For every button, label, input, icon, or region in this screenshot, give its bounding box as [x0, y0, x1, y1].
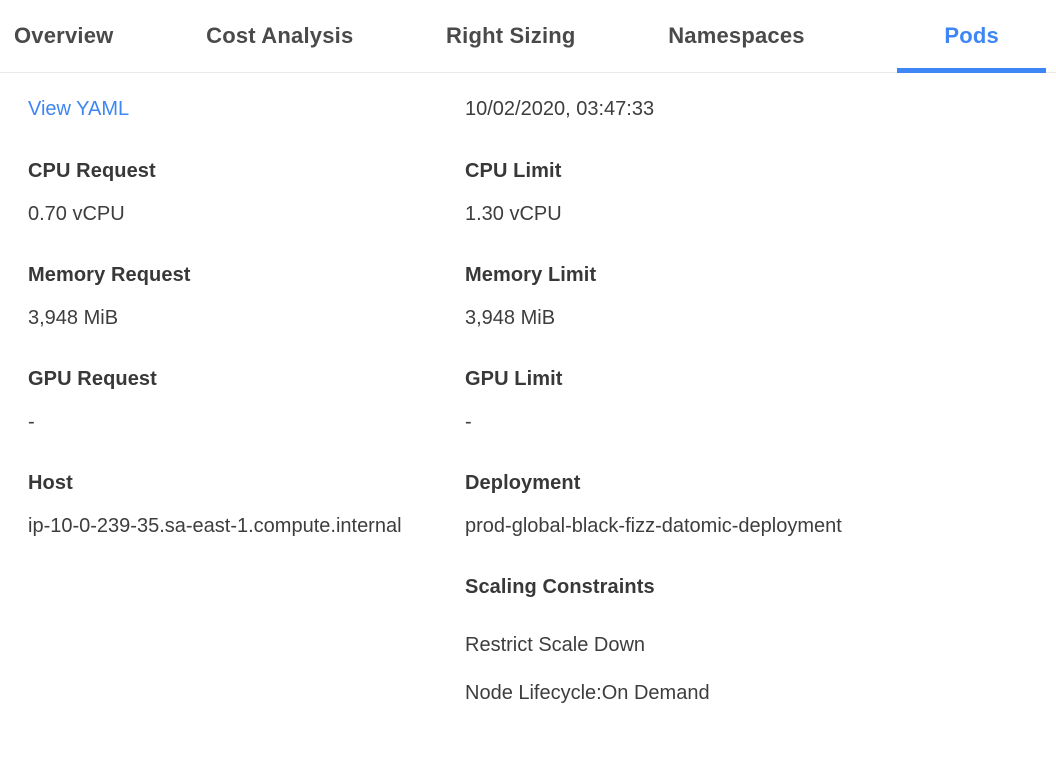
host-link[interactable]: ip-10-0-239-35.sa-east-1.compute.interna…: [28, 515, 402, 537]
scaling-constraints-label: Scaling Constraints: [465, 576, 655, 598]
cpu-limit-value: 1.30 vCPU: [465, 203, 562, 225]
memory-request-value: 3,948 MiB: [28, 307, 119, 329]
memory-limit-label: Memory Limit: [465, 264, 597, 286]
field-gpu-request: GPU Request -: [28, 365, 465, 437]
pod-details-panel: View YAML CPU Request 0.70 vCPU Memory R…: [0, 73, 1056, 727]
tab-namespaces[interactable]: Namespaces: [668, 23, 805, 48]
memory-limit-value: 3,948 MiB: [465, 307, 556, 329]
cpu-request-label: CPU Request: [28, 160, 156, 182]
gpu-request-label: GPU Request: [28, 368, 157, 390]
field-host: Host ip-10-0-239-35.sa-east-1.compute.in…: [28, 469, 465, 541]
view-yaml-link[interactable]: View YAML: [28, 98, 130, 120]
details-left-column: View YAML CPU Request 0.70 vCPU Memory R…: [28, 95, 465, 727]
deployment-label: Deployment: [465, 472, 581, 494]
cpu-request-value: 0.70 vCPU: [28, 203, 125, 225]
detail-tabbar: Overview Cost Analysis Right Sizing Name…: [0, 0, 1056, 73]
memory-request-label: Memory Request: [28, 264, 191, 286]
field-cpu-limit: CPU Limit 1.30 vCPU: [465, 157, 1056, 229]
node-lifecycle-text: Node Lifecycle:On Demand: [465, 682, 710, 704]
field-memory-request: Memory Request 3,948 MiB: [28, 261, 465, 333]
gpu-limit-value: -: [465, 411, 472, 433]
gpu-request-value: -: [28, 411, 35, 433]
tab-cost-analysis[interactable]: Cost Analysis: [206, 23, 354, 48]
field-cpu-request: CPU Request 0.70 vCPU: [28, 157, 465, 229]
tab-pods[interactable]: Pods: [897, 0, 1046, 73]
tab-pods-label: Pods: [944, 23, 999, 48]
tab-overview[interactable]: Overview: [14, 23, 114, 48]
deployment-link[interactable]: prod-global-black-fizz-datomic-deploymen…: [465, 515, 842, 537]
pod-timestamp: 10/02/2020, 03:47:33: [465, 98, 655, 120]
field-deployment: Deployment prod-global-black-fizz-datomi…: [465, 469, 1056, 541]
cpu-limit-label: CPU Limit: [465, 160, 562, 182]
host-label: Host: [28, 472, 73, 494]
tab-right-sizing[interactable]: Right Sizing: [446, 23, 576, 48]
details-right-column: 10/02/2020, 03:47:33 CPU Limit 1.30 vCPU…: [465, 95, 1056, 727]
active-tab-indicator: [897, 68, 1046, 73]
restrict-scale-down-text: Restrict Scale Down: [465, 634, 646, 656]
field-memory-limit: Memory Limit 3,948 MiB: [465, 261, 1056, 333]
field-gpu-limit: GPU Limit -: [465, 365, 1056, 437]
gpu-limit-label: GPU Limit: [465, 368, 563, 390]
scaling-constraints-section: Scaling Constraints Restrict Scale Down …: [465, 573, 1056, 707]
